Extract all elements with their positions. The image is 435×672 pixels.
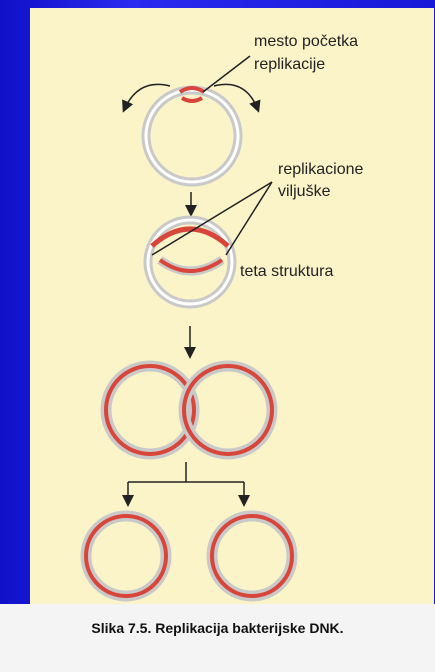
stage-origin	[124, 56, 258, 182]
theta-label: teta struktura	[240, 262, 333, 282]
circular-dna-inner	[146, 90, 238, 182]
origin-label-line1: mesto početka	[254, 32, 358, 52]
stage-interlocked	[106, 366, 272, 454]
daughter-right-red	[212, 516, 292, 596]
daughter-left-red	[86, 516, 166, 596]
branch-arrows	[128, 462, 244, 504]
forks-label-line2: viljuške	[278, 182, 330, 202]
stage-theta	[148, 182, 272, 304]
forks-label-line1: replikacione	[278, 160, 363, 180]
origin-label-line2: replikacije	[254, 55, 325, 75]
stage-daughters	[86, 516, 292, 596]
figure-caption: Slika 7.5. Replikacija bakterijske DNK.	[0, 620, 435, 636]
origin-pointer-line	[203, 56, 250, 92]
fork-pointer-left	[152, 182, 272, 255]
origin-red-bottom	[182, 98, 202, 101]
fork-pointer-right	[226, 182, 272, 255]
